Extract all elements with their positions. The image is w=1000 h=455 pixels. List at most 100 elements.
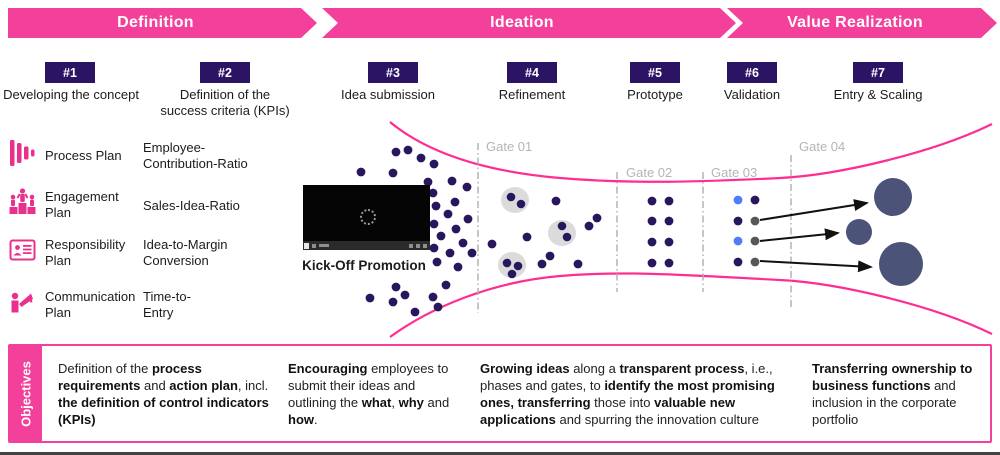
responsibility-plan-icon [9,239,36,261]
idea-dot [507,269,517,279]
idea-dot [551,196,561,206]
play-icon[interactable] [304,242,309,249]
plan-label-engagement: Engagement Plan [45,189,119,220]
idea-dot [445,248,455,258]
kpi-sales-idea-ratio: Sales-Idea-Ratio [143,198,240,213]
idea-dot [356,167,366,177]
video-caption: Kick-Off Promotion [302,258,426,273]
idea-dot [562,232,572,242]
idea-dot [453,262,463,272]
gate-02-label: Gate 02 [626,165,672,180]
idea-dot [647,196,657,206]
funnel-ideas-layer [356,145,923,317]
idea-dot [647,258,657,268]
phase-value-realization: Value Realization [727,8,997,38]
funnel-bottom-curve [389,272,993,338]
idea-dot [733,216,743,226]
idea-dot [467,248,477,258]
idea-dot [506,192,516,202]
gate-03-label: Gate 03 [711,165,757,180]
idea-dot [557,221,567,231]
idea-dot [365,293,375,303]
idea-dot [513,261,523,271]
step-badge-1: #1 [45,62,95,83]
idea-dot [441,280,451,290]
idea-dot [432,257,442,267]
transfer-arrow [759,228,840,242]
engagement-plan-icon [9,188,36,214]
plan-label-communication: Communication Plan [45,289,136,320]
phase-label: Definition [117,14,194,31]
idea-dot [433,302,443,312]
transfer-arrow [759,260,873,273]
idea-dot [429,159,439,169]
funnel-top-curve [389,121,993,183]
idea-dot [416,153,426,163]
idea-dot [443,209,453,219]
value-bubble [874,178,912,216]
idea-dot [647,216,657,226]
phase-ideation: Ideation [322,8,736,38]
idea-dot [447,176,457,186]
idea-dot [733,236,743,246]
volume-icon[interactable] [409,243,413,248]
gate-04-label: Gate 04 [799,139,845,154]
idea-dot [391,282,401,292]
plan-label-responsibility: Responsibility Plan [45,237,126,268]
kpi-idea-to-margin-conversion: Idea-to-Margin Conversion [143,237,228,268]
idea-dot [733,195,743,205]
phase-label: Ideation [490,14,554,31]
value-bubble [846,219,872,245]
pause-icon[interactable] [312,243,316,248]
idea-dot [436,231,446,241]
gate-01-label: Gate 01 [486,139,532,154]
idea-dot [410,307,420,317]
objective-ideation-2: Growing ideas along a transparent proces… [480,361,775,427]
objective-definition: Definition of the process requirements a… [58,361,269,427]
idea-dot [592,213,602,223]
idea-dot [451,224,461,234]
objectives-tab: Objectives [10,346,42,441]
value-bubble [879,242,923,286]
idea-dot [487,239,497,249]
idea-dot [429,243,439,253]
step-badge-4: #4 [507,62,557,83]
step-label-4: Refinement [498,87,566,102]
idea-dot [664,258,674,268]
phase-definition: Definition [8,8,317,38]
loading-spinner-icon [360,209,376,225]
idea-dot [428,292,438,302]
fullscreen-icon[interactable] [423,243,427,248]
idea-dot [664,216,674,226]
step-badge-2: #2 [200,62,250,83]
idea-dot [388,168,398,178]
step-label-7: Entry & Scaling [833,87,923,102]
video-control-bar[interactable] [303,241,430,250]
idea-dot [403,145,413,155]
slide-bottom-edge [0,452,1000,455]
idea-dot [750,257,760,267]
idea-dot [522,232,532,242]
idea-dot [391,147,401,157]
kickoff-video-player[interactable] [303,185,430,250]
seek-bar[interactable] [319,244,329,247]
idea-dot [664,196,674,206]
step-badge-6: #6 [727,62,777,83]
idea-dot [502,258,512,268]
idea-dot [537,259,547,269]
objective-ideation-1: Encouraging employees to submit their id… [288,361,450,427]
idea-cluster [548,220,576,246]
phase-label: Value Realization [787,14,923,31]
plan-label-process: Process Plan [45,148,122,163]
idea-dot [750,195,760,205]
idea-dot [400,290,410,300]
objectives-heading: Objectives [18,360,34,427]
objectives-box: Objectives [8,344,992,443]
settings-icon[interactable] [416,243,420,248]
idea-dot [733,257,743,267]
kpi-employee-contribution-ratio: Employee- Contribution-Ratio [143,140,248,171]
idea-cluster [498,252,526,278]
step-label-1: Developing the concept [3,87,139,102]
objective-value: Transferring ownership to business funct… [812,361,973,427]
